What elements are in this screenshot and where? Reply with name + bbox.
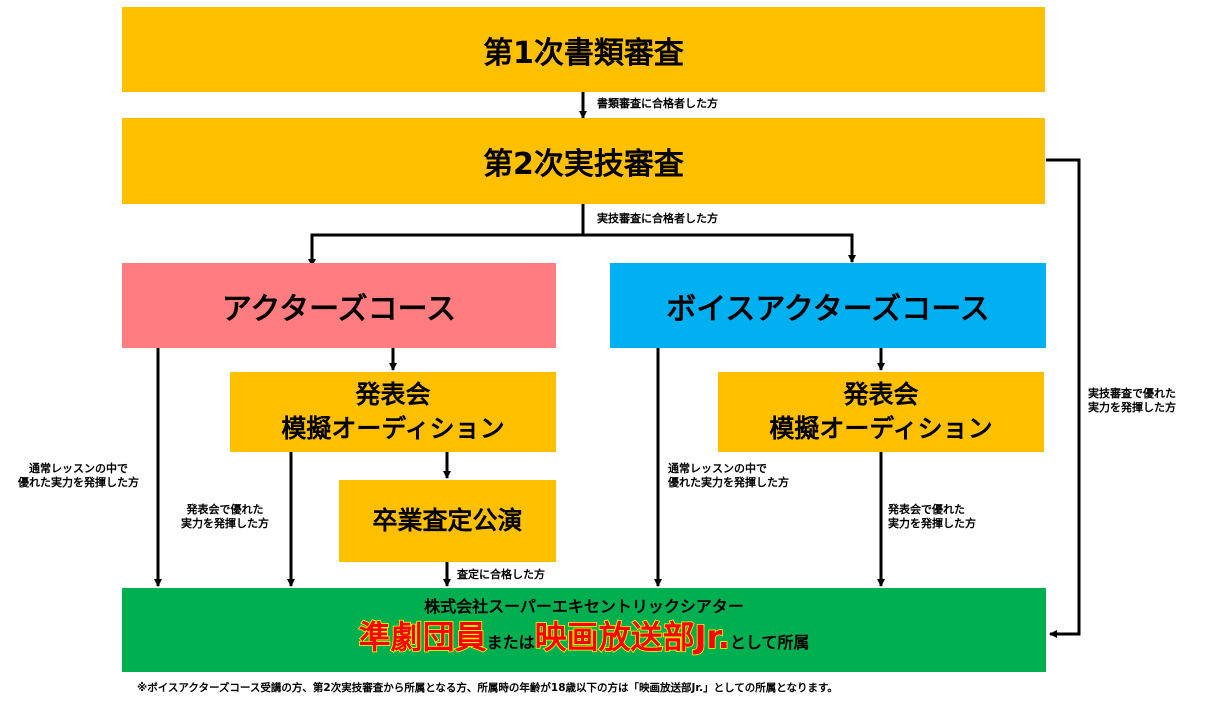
step-second-practical-review: 第2次実技審査 — [122, 118, 1045, 204]
result-member: 準劇団員 — [358, 617, 488, 657]
step-second-title: 第2次実技審査 — [483, 147, 684, 182]
voice-recital-line2: 模擬オーディション — [769, 414, 993, 443]
step-first-title: 第1次書類審査 — [483, 35, 684, 71]
result-company: 株式会社スーパーエキセントリックシアター — [424, 597, 744, 616]
actor-course-box: アクターズコース — [122, 263, 556, 348]
label-actor-lesson-excellent: 通常レッスンの中で 優れた実力を発揮した方 — [18, 462, 139, 489]
result-box: 株式会社スーパーエキセントリックシアター 準劇団員または映画放送部Jr.として所… — [122, 588, 1046, 672]
voice-actor-course-box: ボイスアクターズコース — [610, 263, 1046, 348]
result-line: 準劇団員または映画放送部Jr.として所属 — [358, 617, 810, 663]
label-pass-document: 書類審査に合格者した方 — [597, 97, 718, 110]
voice-recital-line1: 発表会 — [843, 380, 919, 409]
result-jr: 映画放送部Jr. — [534, 617, 731, 657]
actor-recital-box: 発表会 模擬オーディション — [230, 372, 556, 452]
actor-course-title: アクターズコース — [221, 291, 457, 327]
label-pass-practical: 実技審査に合格者した方 — [597, 212, 718, 225]
result-affiliation: として所属 — [729, 633, 810, 652]
actor-recital-line2: 模擬オーディション — [281, 414, 505, 443]
step-first-document-review: 第1次書類審査 — [122, 7, 1045, 92]
arrow-second-to-courses — [308, 204, 585, 267]
graduation-performance-title: 卒業査定公演 — [372, 506, 523, 535]
arrow-second-to-voice — [583, 233, 856, 263]
result-or: または — [486, 633, 535, 652]
voice-actor-course-title: ボイスアクターズコース — [666, 291, 990, 327]
arrow-second-to-result — [1046, 158, 1081, 638]
label-pass-assessment: 査定に合格した方 — [457, 568, 545, 581]
label-voice-lesson-excellent: 通常レッスンの中で 優れた実力を発揮した方 — [668, 462, 789, 489]
footnote: ※ボイスアクターズコース受講の方、第2次実技審査から所属となる方、所属時の年齢が… — [137, 682, 838, 694]
label-voice-recital-excellent: 発表会で優れた 実力を発揮した方 — [888, 503, 976, 530]
graduation-performance-box: 卒業査定公演 — [339, 480, 556, 562]
label-practical-excellent: 実技審査で優れた 実力を発揮した方 — [1088, 387, 1176, 414]
voice-recital-box: 発表会 模擬オーディション — [718, 372, 1044, 452]
actor-recital-line1: 発表会 — [355, 380, 431, 409]
label-actor-recital-excellent: 発表会で優れた 実力を発揮した方 — [181, 503, 269, 530]
